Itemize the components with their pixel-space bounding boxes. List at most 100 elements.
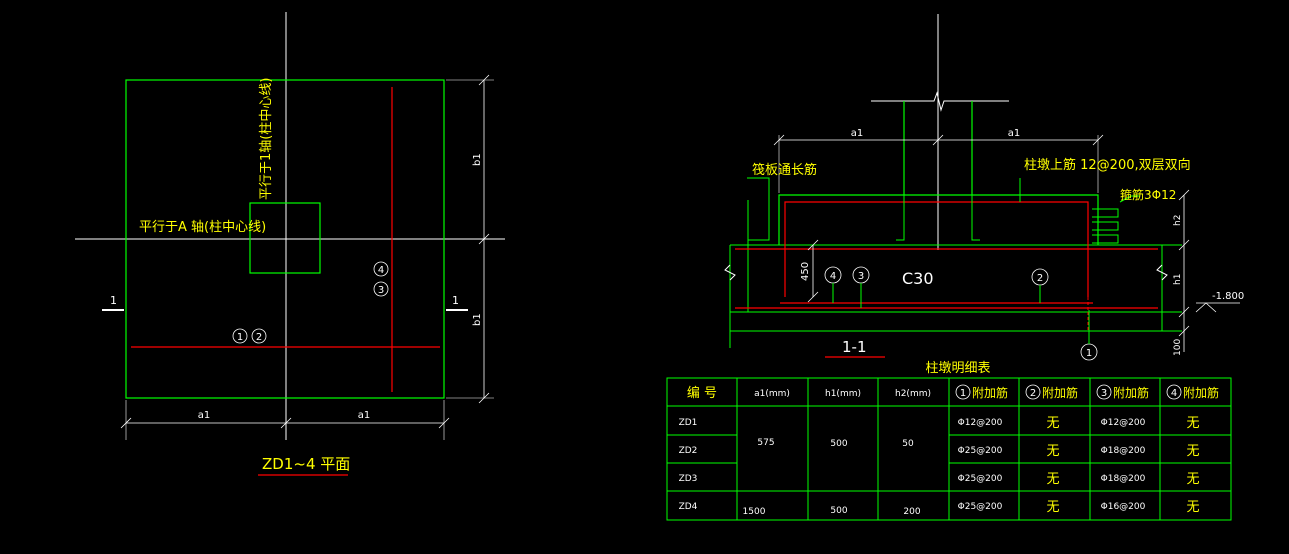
table-cell-col5: Φ25@200 <box>958 446 1003 456</box>
plan-tag-2: 2 <box>256 332 262 343</box>
table-header-tag-3-circle <box>1096 384 1112 400</box>
plan-tag-1-circle <box>232 328 248 344</box>
plan-section-mark-left: 1 <box>110 294 117 307</box>
section-break-top <box>871 91 1009 112</box>
section-dim-tick <box>1178 325 1190 337</box>
plan-label-axis-1: 平行于1轴(柱中心线) <box>259 78 274 200</box>
section-stirrups <box>1092 208 1119 244</box>
section-view: a1 a1 h2 h1 100 450 -1.800 C30 4 3 2 1 <box>724 14 1244 361</box>
table-cell-col7: Φ18@200 <box>1101 474 1146 484</box>
table-cell-col5: Φ25@200 <box>958 502 1003 512</box>
table-header-col5: 附加筋 <box>972 385 1008 400</box>
plan-dim-b1-bottom: b1 <box>472 313 483 326</box>
plan-tag-1: 1 <box>237 332 243 343</box>
table-cell-id: ZD2 <box>679 446 698 456</box>
table-header-tag-1: 1 <box>960 388 966 399</box>
table-cell-merged-h1: 500 <box>830 439 847 449</box>
plan-tag-4: 4 <box>378 265 384 276</box>
table-cell-zd4-a1: 1500 <box>743 507 766 517</box>
table-header-h2: h2(mm) <box>895 389 931 399</box>
table-cell-col5: Φ25@200 <box>958 474 1003 484</box>
section-break-left <box>724 264 736 281</box>
table-cell-col6: 无 <box>1046 472 1059 487</box>
plan-dim-tick <box>438 417 450 429</box>
table-header-h1: h1(mm) <box>825 389 861 399</box>
plan-tag-4-circle <box>373 261 389 277</box>
plan-tag-3: 3 <box>378 285 384 296</box>
table-cell-id: ZD1 <box>679 418 698 428</box>
table-header-tag-4: 4 <box>1171 388 1177 399</box>
section-elevation-triangle <box>1195 302 1217 313</box>
table-cell-zd4-h2: 200 <box>903 507 920 517</box>
table-cell-zd4-h1: 500 <box>830 506 847 516</box>
plan-dim-tick <box>280 417 292 429</box>
section-label-raft: 筏板通长筋 <box>752 162 817 178</box>
plan-dim-tick <box>120 417 132 429</box>
section-dim-tick <box>1178 239 1190 251</box>
plan-view: 1 2 3 4 平行于A 轴(柱中心线) 平行于1轴(柱中心线) b1 b1 a… <box>75 12 505 476</box>
table-cell-merged-a1: 575 <box>757 438 774 448</box>
section-dim-a1-left: a1 <box>851 128 864 139</box>
section-label-top: 柱墩上筋 12@200,双层双向 <box>1024 157 1191 173</box>
table-title: 柱墩明细表 <box>925 361 990 376</box>
section-dim-h1: h1 <box>1173 274 1183 285</box>
plan-title: ZD1~4 平面 <box>262 455 350 473</box>
section-leader-raft <box>747 177 770 241</box>
table-header-tag-1-circle <box>955 384 971 400</box>
table-header-id: 编 号 <box>687 386 717 401</box>
plan-column <box>249 202 321 274</box>
section-tag-4: 4 <box>830 271 836 282</box>
section-label-stirrup: 箍筋3Φ12 <box>1120 187 1176 202</box>
table-header-tag-3: 3 <box>1101 388 1107 399</box>
section-elevation: -1.800 <box>1212 291 1244 302</box>
plan-dim-a1-left: a1 <box>198 410 211 421</box>
section-dim-tick <box>1178 306 1190 318</box>
section-dim-tick <box>1178 189 1190 201</box>
detail-table: 柱墩明细表 编 号 a1(mm) h1(mm) h2(mm) 1 附加筋 2 附 <box>666 361 1232 521</box>
table-cell-col8: 无 <box>1186 500 1199 515</box>
plan-dim-a1-right: a1 <box>358 410 371 421</box>
section-title: 1-1 <box>842 338 867 356</box>
table-header-a1: a1(mm) <box>754 389 790 399</box>
section-leader-stirrup <box>1119 195 1140 203</box>
section-tag-2: 2 <box>1037 273 1043 284</box>
table-header-col8: 附加筋 <box>1183 385 1219 400</box>
section-tag-1: 1 <box>1086 348 1092 359</box>
section-dim-a1-right: a1 <box>1008 128 1021 139</box>
plan-dim-b1-top: b1 <box>472 153 483 166</box>
table-header-tag-4-circle <box>1166 384 1182 400</box>
table-cell-col8: 无 <box>1186 472 1199 487</box>
section-concrete-label: C30 <box>902 269 934 288</box>
table-cell-col8: 无 <box>1186 416 1199 431</box>
plan-dim-tick <box>478 233 490 245</box>
table-header-tag-2-circle <box>1025 384 1041 400</box>
section-pedestal-outline <box>778 194 1099 245</box>
section-dim-450: 450 <box>800 262 811 281</box>
section-dim-tick <box>932 134 944 146</box>
plan-section-mark-right: 1 <box>452 294 459 307</box>
table-cell-col7: Φ12@200 <box>1101 418 1146 428</box>
table-cell-merged-h2: 50 <box>902 439 914 449</box>
table-cell-col6: 无 <box>1046 500 1059 515</box>
table-header-col6: 附加筋 <box>1042 385 1078 400</box>
table-cell-id: ZD4 <box>679 502 698 512</box>
table-cell-col6: 无 <box>1046 416 1059 431</box>
section-dowel-right <box>971 195 980 241</box>
section-dim-100: 100 <box>1173 339 1183 356</box>
plan-label-axis-a: 平行于A 轴(柱中心线) <box>139 220 266 235</box>
section-dowel-left <box>896 195 905 241</box>
table-cell-col7: Φ16@200 <box>1101 502 1146 512</box>
table-cell-col6: 无 <box>1046 444 1059 459</box>
table-cell-col8: 无 <box>1186 444 1199 459</box>
plan-tag-2-circle <box>251 328 267 344</box>
section-dim-tick <box>807 291 819 303</box>
table-cell-id: ZD3 <box>679 474 698 484</box>
table-header-tag-2: 2 <box>1030 388 1036 399</box>
table-cell-col5: Φ12@200 <box>958 418 1003 428</box>
plan-dim-tick <box>478 392 490 404</box>
section-tag-3: 3 <box>858 271 864 282</box>
section-break-right <box>1156 264 1168 281</box>
plan-dim-tick <box>478 74 490 86</box>
plan-outline <box>125 79 445 399</box>
